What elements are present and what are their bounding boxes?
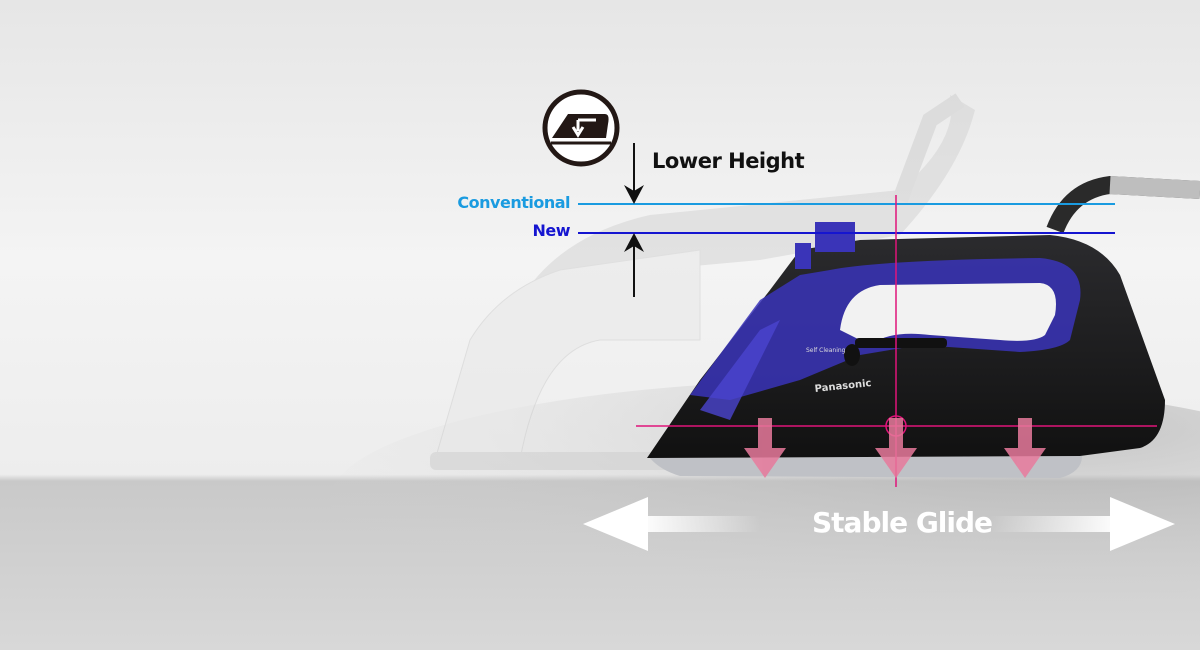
- conventional-label: Conventional: [457, 193, 570, 212]
- self-cleaning-label: Self Cleaning: [806, 347, 846, 354]
- pressure-arrow-icon: [1004, 418, 1046, 478]
- spray-button: [815, 222, 855, 252]
- stable-glide-label: Stable Glide: [812, 506, 993, 539]
- steam-button: [795, 243, 811, 269]
- lower-height-label: Lower Height: [652, 149, 805, 173]
- pressure-arrows: [744, 418, 1046, 478]
- lower-height-arrows: [624, 143, 644, 297]
- arrow-down-icon: [624, 185, 644, 204]
- arrow-right-icon: [1110, 497, 1175, 551]
- iron-lower-height-icon: [542, 89, 620, 167]
- handle-opening: [840, 283, 1056, 345]
- arrow-left-icon: [583, 497, 648, 551]
- new-iron: Self Cleaning Panasonic: [647, 222, 1165, 478]
- arrow-up-icon: [624, 233, 644, 252]
- stable-glide-arrows: [583, 497, 1175, 551]
- pressure-arrow-icon: [744, 418, 786, 478]
- self-cleaning-knob: [844, 344, 860, 366]
- power-cord: [1046, 175, 1200, 234]
- temperature-dial: [855, 338, 947, 348]
- pressure-arrow-icon: [875, 418, 917, 478]
- conventional-iron-ghost: [430, 93, 975, 470]
- new-label: New: [532, 221, 570, 240]
